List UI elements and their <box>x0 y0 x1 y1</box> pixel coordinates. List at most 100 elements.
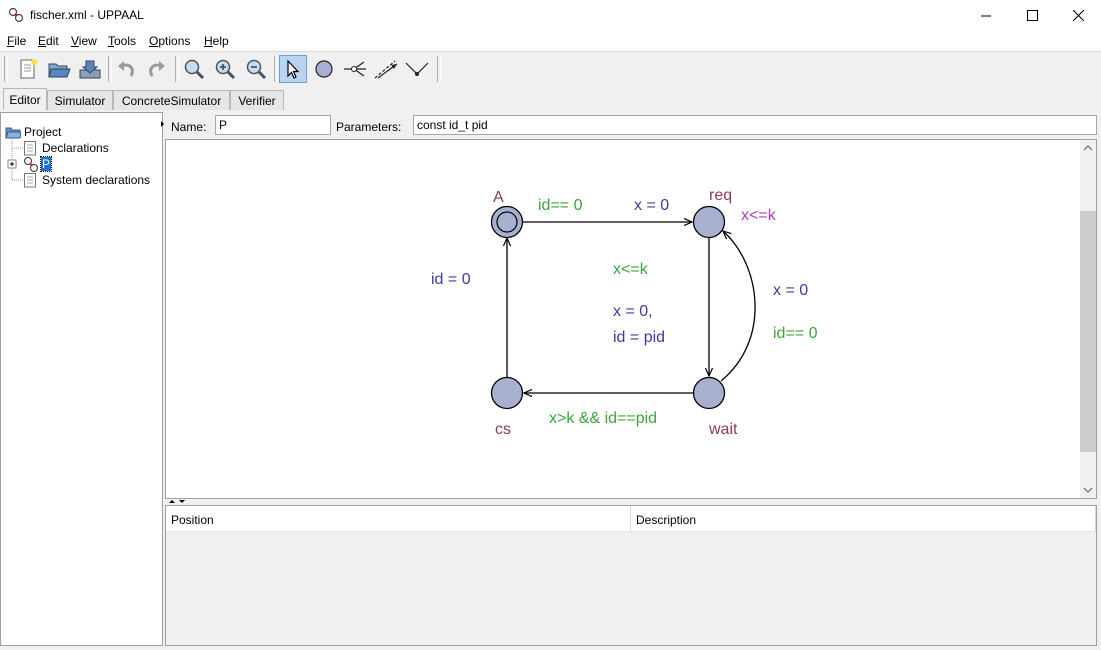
menu-options[interactable]: Options <box>149 34 191 48</box>
toolbar-separator <box>274 56 278 82</box>
assignment-cs-a[interactable]: id = 0 <box>431 271 471 288</box>
title-bar: fischer.xml - UPPAAL <box>0 0 1101 32</box>
automaton-drawing: A req wait cs id== 0 x = 0 x<=k x<=k x =… <box>431 187 818 438</box>
location-tool-button[interactable] <box>310 55 338 83</box>
menu-help[interactable]: Help <box>204 34 229 48</box>
tree-item-template-p[interactable]: P <box>23 156 53 172</box>
assignment-a-req[interactable]: x = 0 <box>634 197 669 214</box>
zoom-out-button[interactable] <box>242 55 270 83</box>
zoom-fit-button[interactable] <box>180 55 208 83</box>
nail-tool-button[interactable] <box>403 55 431 83</box>
location-name-wait: wait <box>708 421 738 438</box>
maximize-icon <box>1026 10 1038 21</box>
document-icon <box>24 172 36 187</box>
open-icon <box>48 63 71 78</box>
location-cs[interactable] <box>490 376 524 410</box>
select-tool-button[interactable] <box>279 55 307 83</box>
assignment-req-wait-1[interactable]: x = 0, <box>613 303 653 320</box>
minimize-icon <box>981 15 991 16</box>
name-field[interactable]: P <box>215 115 331 135</box>
assignment-wait-req[interactable]: x = 0 <box>773 282 808 299</box>
collapse-arrows-icon[interactable] <box>167 499 187 505</box>
open-button[interactable] <box>45 55 73 83</box>
scrollbar-thumb[interactable] <box>1080 211 1096 452</box>
zoom-fit-icon <box>184 59 205 80</box>
column-position[interactable]: Position <box>166 506 631 532</box>
tree-splitter-arrows-icon[interactable] <box>161 118 165 134</box>
tab-bar: Editor Simulator ConcreteSimulator Verif… <box>0 88 285 110</box>
window-title: fischer.xml - UPPAAL <box>30 8 144 22</box>
toolbar-grip <box>4 56 8 82</box>
column-description[interactable]: Description <box>631 506 1096 532</box>
tree-label-declarations: Declarations <box>42 141 109 155</box>
save-icon <box>79 60 101 79</box>
menu-view[interactable]: View <box>71 34 97 48</box>
tab-editor[interactable]: Editor <box>3 88 47 110</box>
save-button[interactable] <box>76 55 104 83</box>
undo-icon <box>118 61 134 77</box>
new-button[interactable] <box>14 55 42 83</box>
location-a[interactable] <box>490 205 524 239</box>
menu-edit[interactable]: Edit <box>38 34 59 48</box>
guard-wait-cs[interactable]: x>k && id==pid <box>549 410 657 427</box>
minimize-button[interactable] <box>963 0 1009 31</box>
menu-bar: File Edit View Tools Options Help <box>0 31 1101 52</box>
tab-verifier[interactable]: Verifier <box>230 90 284 110</box>
menu-file[interactable]: File <box>7 34 27 48</box>
scroll-up-icon[interactable] <box>1083 144 1093 152</box>
split-divider[interactable] <box>165 499 1101 505</box>
tree-lines <box>7 139 23 181</box>
new-icon <box>20 59 37 79</box>
menu-tools[interactable]: Tools <box>108 34 137 48</box>
location-name-cs: cs <box>495 421 511 438</box>
toolbar-separator <box>437 56 441 82</box>
location-req[interactable] <box>692 205 726 239</box>
tree-item-project[interactable]: Project <box>5 124 61 140</box>
zoom-in-icon <box>215 59 236 80</box>
location-wait[interactable] <box>692 376 726 410</box>
select-tool-icon <box>287 59 300 79</box>
redo-button[interactable] <box>143 55 171 83</box>
branch-tool-button[interactable] <box>341 55 369 83</box>
uppaal-logo-icon <box>8 7 24 23</box>
assignment-req-wait-2[interactable]: id = pid <box>613 329 665 346</box>
guard-req-wait[interactable]: x<=k <box>613 261 649 278</box>
tab-concrete-simulator[interactable]: ConcreteSimulator <box>113 90 230 110</box>
edge-tool-button[interactable] <box>372 55 400 83</box>
project-tree: Project Declarations P System declaratio… <box>0 112 163 646</box>
branch-tool-icon <box>344 61 366 77</box>
toolbar-separator <box>108 56 112 82</box>
edge-wait-to-req[interactable] <box>720 231 756 382</box>
folder-icon <box>5 127 21 139</box>
location-name-a: A <box>493 189 504 206</box>
redo-icon <box>149 61 165 77</box>
tree-label-p: P <box>39 156 53 172</box>
guard-a-req[interactable]: id== 0 <box>538 197 583 214</box>
parameters-label: Parameters: <box>336 120 402 134</box>
tree-item-declarations[interactable]: Declarations <box>23 140 109 156</box>
toolbar-separator <box>175 56 179 82</box>
scroll-down-icon[interactable] <box>1083 486 1093 494</box>
tree-label-system-declarations: System declarations <box>42 173 151 187</box>
close-icon <box>1072 10 1084 21</box>
name-label: Name: <box>171 120 207 134</box>
toolbar <box>0 52 1101 87</box>
undo-button[interactable] <box>112 55 140 83</box>
canvas-vertical-scrollbar[interactable] <box>1080 140 1096 498</box>
edge-tool-icon <box>374 60 398 79</box>
zoom-in-button[interactable] <box>211 55 239 83</box>
guard-wait-req[interactable]: id== 0 <box>773 325 818 342</box>
parameters-field[interactable]: const id_t pid <box>413 115 1097 135</box>
problems-table: Position Description <box>165 505 1097 646</box>
automaton-canvas[interactable]: A req wait cs id== 0 x = 0 x<=k x<=k x =… <box>165 139 1097 499</box>
template-icon <box>24 157 38 172</box>
invariant-req[interactable]: x<=k <box>741 207 777 224</box>
nail-tool-icon <box>405 62 429 76</box>
document-icon <box>24 140 36 155</box>
tree-label-project: Project <box>24 125 62 139</box>
tree-item-system-declarations[interactable]: System declarations <box>23 172 150 188</box>
close-button[interactable] <box>1055 0 1101 31</box>
tab-simulator[interactable]: Simulator <box>47 90 113 110</box>
maximize-button[interactable] <box>1009 0 1055 31</box>
location-tool-icon <box>315 60 333 78</box>
